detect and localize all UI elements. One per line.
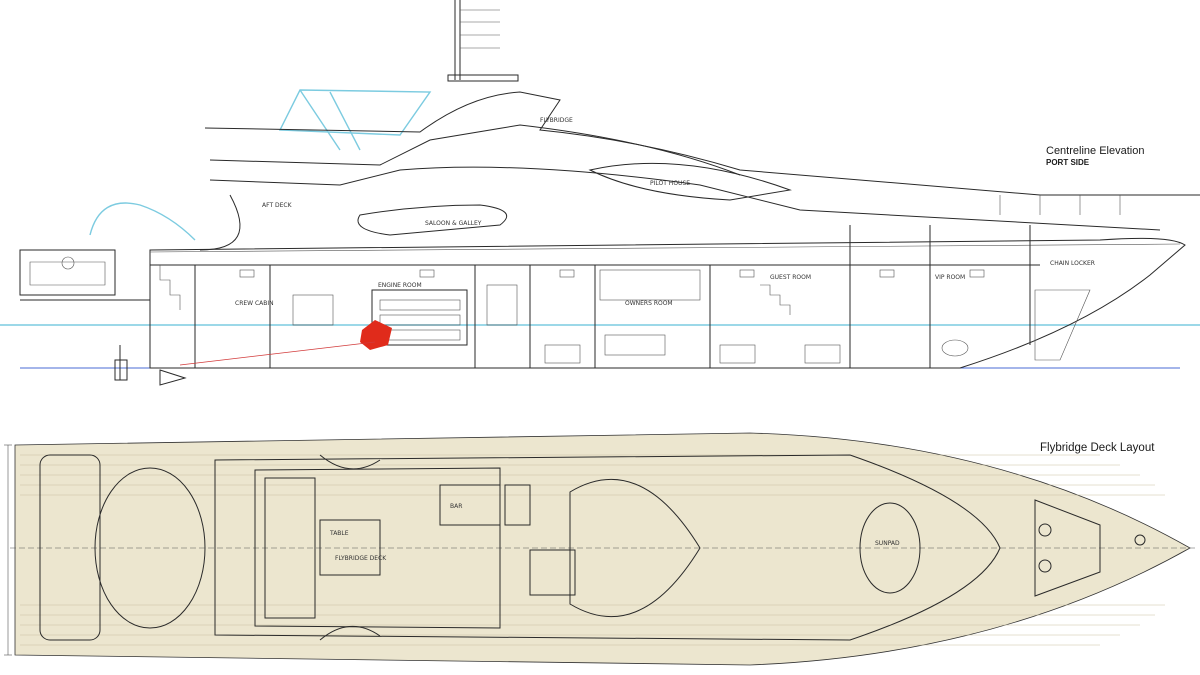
mast (447, 0, 519, 82)
hull (149, 225, 1186, 369)
label-sunpad: SUNPAD (875, 540, 900, 547)
superstructure (199, 91, 1200, 251)
dimension-marks (4, 444, 12, 656)
swim-platform (19, 202, 196, 301)
label-saloon-galley: SALOON & GALLEY (425, 220, 482, 227)
deck-plan (10, 432, 1195, 666)
elevation-title: Centreline Elevation (1046, 145, 1145, 157)
label-guest-room: GUEST ROOM (770, 274, 811, 281)
label-pilot-house: PILOT HOUSE (650, 180, 690, 187)
elevation-subtitle: PORT SIDE (1046, 158, 1090, 167)
label-crew-cabin: CREW CABIN (235, 300, 274, 307)
label-table: TABLE (329, 530, 349, 537)
label-chain-locker: CHAIN LOCKER (1050, 260, 1095, 267)
label-bar: BAR (450, 503, 462, 510)
label-vip-room: VIP ROOM (935, 274, 965, 281)
hardtop (278, 89, 432, 151)
label-aft-deck: AFT DECK (262, 202, 293, 209)
deck-planking (20, 454, 1165, 646)
label-owners-room: OWNERS ROOM (625, 300, 673, 307)
deck-layout-title: Flybridge Deck Layout (1040, 442, 1155, 454)
label-flybridge-deck: FLYBRIDGE DECK (335, 555, 387, 562)
propulsion (114, 341, 376, 386)
label-flybridge: FLYBRIDGE (540, 117, 573, 124)
label-engine-room: ENGINE ROOM (378, 282, 422, 289)
